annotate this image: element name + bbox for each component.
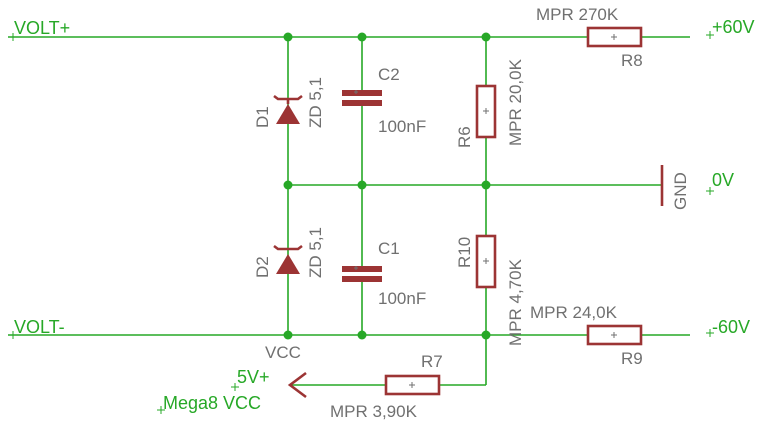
resistor-r7: R7 MPR 3,90K [330,352,443,421]
net-label-0v: 0V [712,170,734,190]
c1-value: 100nF [378,289,426,308]
r6-name: R6 [455,126,474,148]
capacitor-c1: C1 100nF [342,239,426,308]
resistor-r10: R10 MPR 4,70K [455,234,525,346]
r8-value: MPR 270K [536,5,619,24]
net-label-vcc: VCC [265,343,301,362]
r8-name: R8 [621,51,643,70]
net-label-5v: 5V+ [237,367,270,387]
r9-value: MPR 24,0K [530,303,618,322]
capacitor-c2: C2 100nF [342,65,426,136]
junction-dot [481,180,491,190]
output-arrow-icon [287,371,307,399]
net-label-volt-minus: VOLT- [14,317,65,337]
gnd-symbol: GND [660,165,690,210]
junction-dot [481,330,491,340]
junction-dot [357,32,367,42]
junction-dot [481,32,491,42]
net-label-plus60v: +60V [712,17,755,37]
junction-dot [283,330,293,340]
r10-value: MPR 4,70K [506,258,525,346]
resistor-r6: R6 MPR 20,0K [455,58,525,148]
zener-diode-d2: D2 ZD 5,1 [253,227,325,278]
junctions [283,32,491,340]
d1-name: D1 [253,106,272,128]
r9-name: R9 [621,349,643,368]
net-label-volt-plus: VOLT+ [14,18,70,38]
d1-value: ZD 5,1 [306,77,325,128]
junction-dot [283,32,293,42]
junction-dot [357,180,367,190]
junction-dot [283,180,293,190]
zener-diode-d1: D1 ZD 5,1 [253,77,325,128]
d2-name: D2 [253,256,272,278]
net-label-mega8-vcc: Mega8 VCC [163,393,261,413]
r10-name: R10 [455,237,474,268]
net-labels: VOLT+ VOLT- +60V 0V -60V 5V+ Mega8 VCC V… [9,17,755,414]
resistor-r9: MPR 24,0K R9 [530,303,643,368]
c2-value: 100nF [378,117,426,136]
junction-dot [357,330,367,340]
r6-value: MPR 20,0K [506,58,525,146]
d2-value: ZD 5,1 [306,227,325,278]
r7-name: R7 [421,352,443,371]
resistor-r8: MPR 270K R8 [536,5,643,70]
r7-value: MPR 3,90K [330,402,418,421]
c2-name: C2 [378,65,400,84]
c1-name: C1 [378,239,400,258]
gnd-label: GND [671,172,690,210]
net-label-minus60v: -60V [712,317,750,337]
